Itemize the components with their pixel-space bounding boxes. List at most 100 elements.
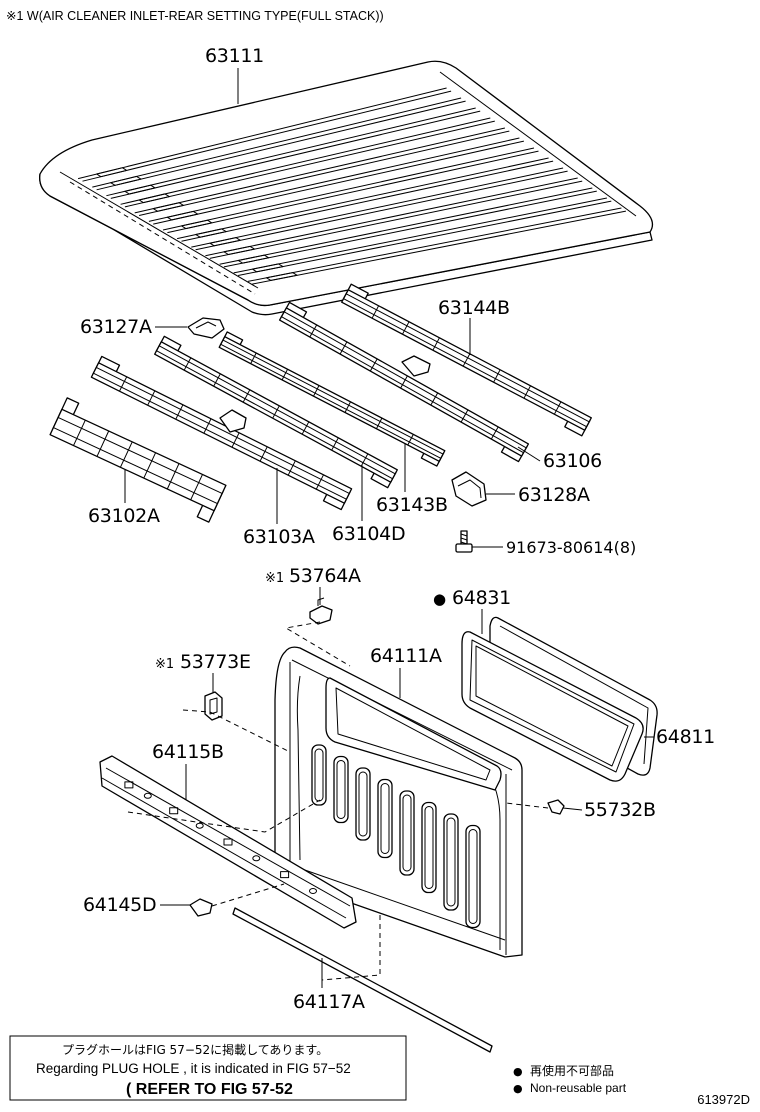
callout-63106: 63106 <box>543 450 602 472</box>
roof-rib-slot <box>209 237 241 247</box>
back-panel-left-pillar <box>296 675 301 861</box>
callout-64145d: 64145D <box>83 894 156 916</box>
rail-63103a <box>90 355 353 511</box>
roof-rib-line <box>96 100 466 191</box>
rail-63144b-cross-rib <box>493 369 501 383</box>
rail-63143b-cross-rib <box>375 417 383 430</box>
roof-rib-slot <box>166 210 199 221</box>
rail-63102a <box>49 397 227 523</box>
panel-rib <box>355 767 371 841</box>
note-mark: ※1 <box>265 571 284 586</box>
rail-63143b-cross-rib <box>313 385 320 397</box>
callout-63104d: 63104D <box>332 523 405 545</box>
member-flange <box>105 767 351 907</box>
roof-rib-line <box>247 207 622 282</box>
rail-63103a-cross-rib <box>315 474 324 490</box>
back-panel-ribs <box>311 744 481 929</box>
rail-63104d-cross-rib <box>301 421 310 435</box>
lower-member-64115b <box>99 755 357 929</box>
non-reusable-mark: ● <box>433 590 446 608</box>
assembly-lines <box>127 621 549 981</box>
rail-63104d-cross-rib <box>183 357 192 371</box>
member-hole <box>309 888 317 894</box>
callout-64115b: 64115B <box>152 741 224 763</box>
note-box <box>9 1035 407 1101</box>
roof-rib-slot <box>152 202 184 212</box>
glass-edge <box>499 625 649 765</box>
roof-rib-line <box>176 157 549 240</box>
panel-rib-inner <box>402 794 412 872</box>
roof-rib-slot <box>181 219 213 230</box>
rail-63106-cross-rib <box>430 392 439 406</box>
rail-63103a-cross-rib <box>175 404 184 420</box>
rail-63103a-cross-rib <box>259 446 268 462</box>
member-hole <box>223 838 233 846</box>
bolt-head <box>455 543 473 553</box>
rail-63143b <box>218 331 446 467</box>
panel-rib <box>421 801 437 894</box>
rail-63102a-cross-rib <box>143 452 157 479</box>
member-hole <box>280 871 290 879</box>
roof-rib-line <box>181 160 554 242</box>
rail-63103a-cross-rib <box>147 390 156 406</box>
roof-rib-line <box>162 147 535 231</box>
roof-rib-line <box>153 140 525 225</box>
rail-63104d-cross-rib <box>360 453 369 467</box>
rail-63104d-cross-rib <box>331 437 339 451</box>
assembly-line <box>211 883 285 907</box>
rail-63144b-cross-rib <box>462 353 471 367</box>
panel-rib-inner <box>358 771 368 837</box>
assembly-line <box>284 621 351 667</box>
rail-63106-cross-rib <box>339 341 348 355</box>
glass-weatherstrip <box>461 631 644 782</box>
plug-hole-note: プラグホールはFIG 57−52に掲載してあります。 Regarding PLU… <box>9 1035 407 1101</box>
diagram-id: 613972D <box>697 1092 750 1107</box>
legend: ● 再使用不可部品 ● Non-reusable part <box>513 1063 627 1095</box>
roof-rib-slot <box>195 228 227 238</box>
rail-63102a-cross-rib <box>73 419 86 446</box>
assembly-line <box>182 709 291 753</box>
roof-rib-line <box>167 150 539 234</box>
roof-rib-line <box>148 137 520 222</box>
callout-63144b: 63144B <box>438 297 510 319</box>
roof-rib-slot <box>138 193 170 204</box>
rail-63144b-cross-rib <box>523 385 531 399</box>
legend-bullet: ● <box>513 1065 523 1078</box>
roof-rib-line <box>92 97 462 188</box>
bracket-63103a-mid <box>219 409 247 433</box>
member-hole <box>252 855 261 862</box>
callout-63128a: 63128A <box>518 484 590 506</box>
callouts: 63111 63127A 63144B 63106 63143B 63128A … <box>80 45 715 1013</box>
roof-outline <box>39 60 654 307</box>
panel-rib <box>377 778 393 859</box>
member-lower-flange <box>101 777 347 919</box>
rail-63106 <box>278 301 530 463</box>
panel-rib <box>443 813 459 911</box>
note-japanese: プラグホールはFIG 57−52に掲載してあります。 <box>62 1042 328 1057</box>
roof-rib-slot <box>251 263 284 273</box>
note-mark: ※1 <box>155 657 174 672</box>
callout-53764a: ※1 53764A <box>265 565 361 587</box>
bracket-body <box>219 409 247 433</box>
rail-63143b-flange-line <box>220 343 442 459</box>
rail-63143b-cross-rib <box>407 434 414 446</box>
roof-rib-line <box>233 197 607 274</box>
member-body <box>99 755 357 929</box>
rail-63106-cross-rib <box>490 426 499 440</box>
leader-63106 <box>517 446 541 462</box>
roof-rib-line <box>219 187 593 265</box>
panel-rib <box>311 744 327 806</box>
clip-53764a-tab <box>317 597 325 606</box>
roof-rib-slot <box>110 175 142 186</box>
callout-63102a: 63102A <box>88 505 160 527</box>
rail-63102a-cross-rib <box>96 430 110 457</box>
legend-english: Non-reusable part <box>530 1081 627 1095</box>
roof-rib-slot <box>96 167 128 178</box>
bracket-63128a <box>451 471 487 507</box>
weatherstrip-groove <box>469 639 635 773</box>
callout-63103a: 63103A <box>243 526 315 548</box>
bracket-63106-mid <box>401 355 431 377</box>
rail-63102a-cross-rib <box>166 463 180 490</box>
back-panel-bottom-flange <box>281 861 506 941</box>
